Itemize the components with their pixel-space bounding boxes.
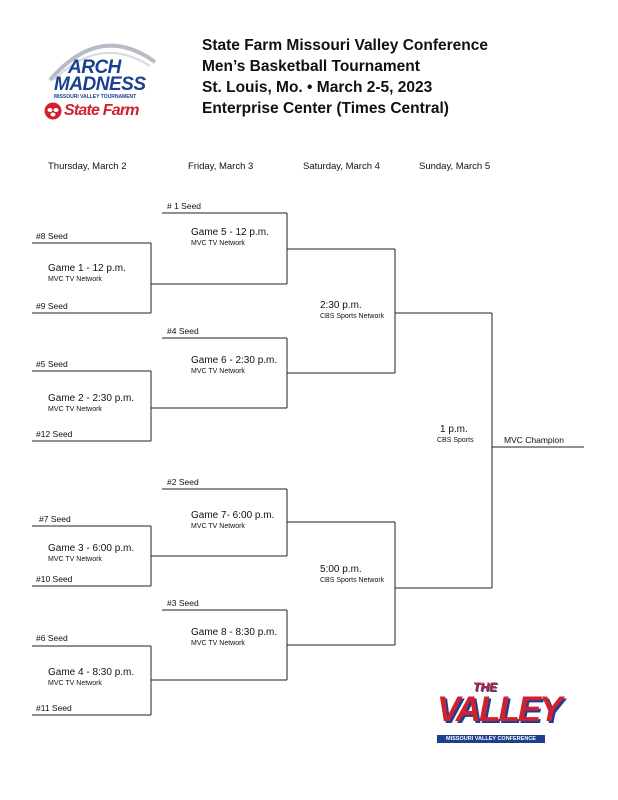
game-network: MVC TV Network	[48, 680, 102, 687]
statefarm-wordmark: State Farm	[64, 102, 139, 119]
the-valley-logo: THE VALLEY MISSOURI VALLEY CONFERENCE	[435, 680, 562, 748]
seed-label: #2 Seed	[167, 477, 199, 487]
game-time: Game 6 - 2:30 p.m.	[191, 355, 278, 366]
seed-label: #11 Seed	[36, 703, 72, 713]
seed-label: #10 Seed	[36, 574, 73, 584]
day-header-sunday: Sunday, March 5	[419, 161, 491, 172]
game-time: Game 5 - 12 p.m.	[191, 227, 269, 238]
game-network: MVC TV Network	[48, 276, 102, 283]
seed-label: #6 Seed	[36, 633, 68, 643]
game-network: MVC TV Network	[191, 523, 245, 530]
seed-label: #5 Seed	[36, 359, 68, 369]
day-header-thursday: Thursday, March 2	[48, 161, 127, 172]
game-time: Game 7- 6:00 p.m.	[191, 510, 275, 521]
game-network: MVC TV Network	[191, 240, 245, 247]
title-line-2: Men’s Basketball Tournament	[202, 58, 420, 75]
valley-text: VALLEY	[437, 690, 562, 729]
seed-label: #7 Seed	[39, 514, 71, 524]
title-line-4: Enterprise Center (Times Central)	[202, 100, 449, 117]
game-time: Game 1 - 12 p.m.	[48, 263, 126, 274]
the-text: THE	[473, 680, 497, 694]
statefarm-logo: State Farm	[44, 102, 139, 120]
champion-label: MVC Champion	[504, 435, 564, 445]
game-network: MVC TV Network	[191, 368, 245, 375]
title-line-3: St. Louis, Mo. • March 2-5, 2023	[202, 79, 433, 96]
seed-label: #12 Seed	[36, 429, 73, 439]
game-time: Game 8 - 8:30 p.m.	[191, 627, 278, 638]
final-time: 1 p.m.	[440, 424, 468, 435]
arch-icon	[48, 43, 157, 82]
final-network: CBS Sports	[437, 437, 474, 444]
title-line-1: State Farm Missouri Valley Conference	[202, 37, 488, 54]
seed-label: # 1 Seed	[167, 201, 202, 211]
day-header-saturday: Saturday, March 4	[303, 161, 380, 172]
arch-madness-logo: ARCH MADNESS MISSOURI VALLEY TOURNAMENT …	[40, 32, 170, 127]
seed-label: #4 Seed	[167, 326, 199, 336]
tournament-title-block: State Farm Missouri Valley Conference Me…	[202, 35, 488, 119]
statefarm-ovals-icon	[44, 102, 62, 120]
seed-label: #9 Seed	[36, 301, 68, 311]
game-time: Game 4 - 8:30 p.m.	[48, 667, 135, 678]
semifinal-time: 5:00 p.m.	[320, 564, 362, 575]
tournament-subtext: MISSOURI VALLEY TOURNAMENT	[54, 94, 137, 100]
game-time: Game 3 - 6:00 p.m.	[48, 543, 135, 554]
madness-text: MADNESS	[54, 74, 146, 95]
game-network: MVC TV Network	[191, 640, 245, 647]
semifinal-time: 2:30 p.m.	[320, 300, 362, 311]
semifinal-network: CBS Sports Network	[320, 313, 385, 320]
seed-label: #3 Seed	[167, 598, 199, 608]
valley-conference-subtext: MISSOURI VALLEY CONFERENCE	[437, 735, 545, 743]
seed-label: #8 Seed	[36, 231, 68, 241]
semifinal-network: CBS Sports Network	[320, 577, 385, 584]
arch-text: ARCH	[68, 57, 121, 78]
game-network: MVC TV Network	[48, 556, 102, 563]
day-header-friday: Friday, March 3	[188, 161, 254, 172]
game-network: MVC TV Network	[48, 406, 102, 413]
game-time: Game 2 - 2:30 p.m.	[48, 393, 135, 404]
